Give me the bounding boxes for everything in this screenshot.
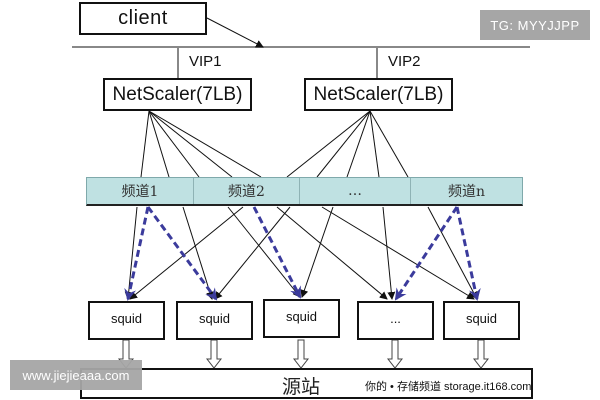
tg-watermark-badge: TG: MYYJJPP — [480, 10, 590, 40]
origin-server — [80, 368, 533, 399]
client-label: client — [118, 7, 168, 29]
vip1-label: VIP1 — [189, 53, 222, 70]
cache-node-1: squid — [88, 301, 165, 340]
channel-1: 频道1 — [87, 178, 194, 204]
channel-cache-link — [182, 206, 214, 300]
channel-2: 频道2 — [194, 178, 300, 204]
dashed-arrow — [394, 206, 459, 301]
channel-ellipsis: … — [300, 178, 411, 204]
cache-to-origin-arrows — [117, 339, 490, 369]
site-watermark-badge: www.jiejieaaa.com — [10, 360, 142, 390]
channel-cache-link — [124, 206, 138, 300]
channel-label: 频道n — [447, 184, 486, 200]
channel-cache-link — [427, 206, 478, 300]
cache-label: squid — [110, 311, 143, 326]
channel-bar: 频道1 频道2 … 频道n — [86, 177, 523, 206]
lb-1-link — [140, 110, 150, 178]
channel-cache-link — [227, 206, 301, 298]
netscaler-lb-2: NetScaler(7LB) — [304, 78, 453, 111]
storage-watermark: 你的 • 存储频道 storage.it168.com — [365, 381, 532, 393]
lb-2-link — [346, 110, 371, 178]
vip2-label: VIP2 — [388, 53, 421, 70]
cache-node-5: squid — [443, 301, 520, 340]
lb-1-link — [148, 110, 200, 178]
site-watermark-text: www.jiejieaaa.com — [22, 367, 130, 383]
dashed-arrow — [146, 206, 218, 301]
hollow-arrow — [292, 339, 310, 369]
cache-label: squid — [198, 311, 231, 326]
lb-2-link — [369, 110, 409, 178]
lb-1-link — [148, 110, 170, 178]
hollow-arrow — [205, 339, 223, 369]
lb-1-link — [148, 110, 233, 178]
channel-cache-link — [276, 206, 388, 300]
netscaler-label: NetScaler(7LB) — [112, 83, 243, 105]
lb-to-channel-lines — [140, 110, 409, 178]
dashed-arrow — [455, 206, 481, 301]
client-node: client — [79, 2, 207, 35]
tg-watermark-text: TG: MYYJJPP — [490, 17, 580, 33]
channel-cache-link — [321, 206, 475, 300]
channel-n: 频道n — [411, 178, 522, 204]
channel-label: … — [348, 183, 362, 199]
netscaler-lb-1: NetScaler(7LB) — [103, 78, 252, 111]
cache-label: ... — [390, 311, 401, 326]
channel-cache-link — [300, 206, 334, 298]
netscaler-label: NetScaler(7LB) — [313, 83, 444, 105]
lb-2-link — [316, 110, 371, 178]
channel-label: 频道2 — [228, 184, 265, 200]
cache-node-4: ... — [357, 301, 434, 340]
cache-node-2: squid — [176, 301, 253, 340]
cache-label: squid — [465, 311, 498, 326]
lb-2-link — [286, 110, 371, 178]
lb-2-link — [369, 110, 380, 178]
origin-label: 源站 — [282, 376, 321, 398]
lb-1-link — [148, 110, 262, 178]
channel-cache-link — [214, 206, 291, 300]
channel-cache-link — [129, 206, 244, 300]
hollow-arrow — [472, 339, 490, 369]
channel-label: 频道1 — [121, 184, 159, 200]
dashed-arrow — [252, 206, 302, 299]
dashed-channel-to-cache-arrows — [124, 206, 481, 301]
dashed-arrow — [124, 206, 150, 301]
hollow-arrow — [386, 339, 404, 369]
channel-to-cache-lines — [124, 206, 478, 300]
cache-label: squid — [285, 309, 318, 324]
client-arrow — [206, 17, 264, 48]
channel-cache-link — [382, 206, 396, 300]
cache-node-3: squid — [263, 299, 340, 338]
